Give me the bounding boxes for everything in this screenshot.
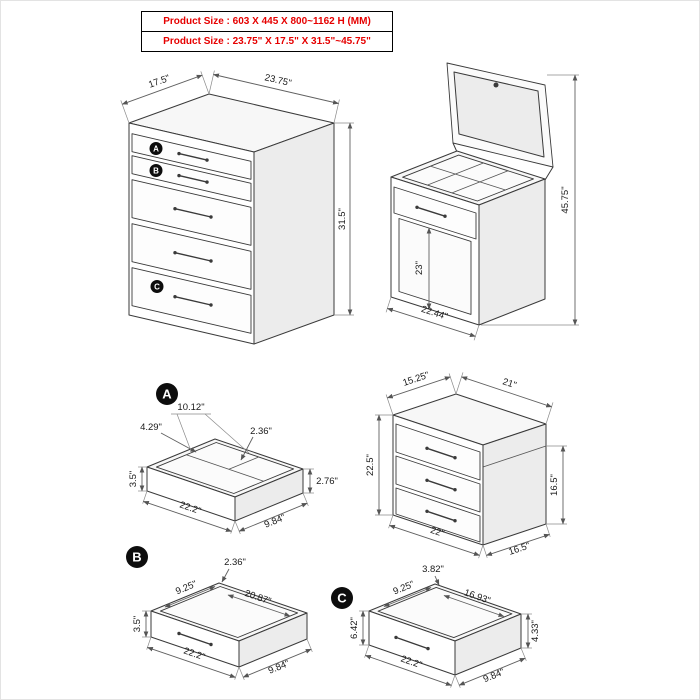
section-label-b-letter: B <box>132 550 141 565</box>
vanity-hinge-left <box>452 142 458 153</box>
vanity-lid-button <box>493 82 499 88</box>
section-label-a: A <box>156 383 178 405</box>
base-unit-bottom-width-label: 22" <box>429 525 446 540</box>
drawer-c-left-height-label: 6.42" <box>349 617 360 639</box>
base-unit-view: 15.25" 21" 22.5" 16.5" <box>365 370 567 559</box>
drawer-c-bottom-depth-label: 9.84" <box>482 667 506 685</box>
base-unit-dim-right-height: 16.5" <box>546 445 567 525</box>
vanity-dim-total-height: 45.75" <box>481 74 579 326</box>
vanity-total-height-label: 45.75" <box>560 186 571 213</box>
chest-side-face <box>253 122 335 345</box>
drawer-c-view: 3.82" 9.25" 16.93" 6.42" 4.33" <box>349 564 541 688</box>
base-unit-drawer-handles <box>425 446 457 523</box>
drawer-a-dim-compartment-depth: 2.36" <box>240 426 272 461</box>
drawer-b-handle <box>177 631 213 647</box>
chest-marker-a: A <box>149 142 163 155</box>
drawer-a-view: 10.12" 4.29" 2.36" 3.5" 2.76" <box>128 402 338 535</box>
chest-front-view: A B C 17.5" 23.75" <box>120 70 354 345</box>
drawer-a-dim-right-height: 2.76" <box>303 468 338 494</box>
drawer-b-dim-left-height: 3.5" <box>132 610 151 638</box>
drawer-c-dim-right-height: 4.33" <box>521 613 541 649</box>
drawer-a-right-height-label: 2.76" <box>316 476 338 487</box>
drawer-a-left-height-label: 3.5" <box>128 471 139 488</box>
drawer-a-dim-top-span: 10.12" <box>171 402 250 454</box>
drawer-a-compartment-depth-label: 2.36" <box>250 426 272 437</box>
vanity-drawer-handle <box>415 205 447 218</box>
drawer-b-bottom-depth-label: 9.84" <box>267 658 291 677</box>
vanity-organizer-tray <box>402 154 534 202</box>
product-size-panel: Product Size : 603 X 445 X 800~1162 H (M… <box>141 11 393 52</box>
section-label-b: B <box>126 546 148 568</box>
product-size-inches: Product Size : 23.75" X 17.5" X 31.5"~45… <box>141 31 393 52</box>
base-unit-side-ledge <box>482 445 547 468</box>
vanity-side-face <box>478 178 546 326</box>
base-unit-left-height-label: 22.5" <box>365 454 376 476</box>
vanity-mirror <box>453 71 545 158</box>
vanity-hinge-right <box>544 166 554 181</box>
drawer-a-top-span-label: 10.12" <box>177 402 204 413</box>
drawer-c-right-height-label: 4.33" <box>530 620 541 642</box>
drawer-a-bottom-depth-label: 9.84" <box>263 512 287 531</box>
chest-marker-b-letter: B <box>153 167 159 176</box>
base-unit-top-width-label: 21" <box>501 376 518 391</box>
drawer-a-dividers <box>186 454 264 482</box>
base-unit-side-face <box>482 423 547 546</box>
chest-marker-a-letter: A <box>153 145 159 154</box>
chest-marker-c-letter: C <box>154 283 160 292</box>
section-label-a-letter: A <box>162 387 172 402</box>
product-size-mm: Product Size : 603 X 445 X 800~1162 H (M… <box>141 11 393 32</box>
base-unit-right-height-label: 16.5" <box>549 474 560 496</box>
drawer-c-handle <box>394 635 430 651</box>
section-label-c-letter: C <box>337 591 347 606</box>
drawer-c-rim-depth-label: 3.82" <box>422 564 444 575</box>
drawer-c-dim-left-height: 6.42" <box>349 610 369 646</box>
drawer-c-dim-rim-depth: 3.82" <box>422 564 444 586</box>
chest-marker-b: B <box>149 164 163 177</box>
chest-drawer-handles <box>173 151 213 307</box>
base-unit-bottom-depth-label: 16.5" <box>507 540 531 557</box>
chest-marker-c: C <box>150 280 164 293</box>
drawer-b-view: 2.36" 9.25" 20.87" 3.5" 22.2" <box>132 557 313 681</box>
drawer-b-rim-depth-label: 2.36" <box>224 557 246 568</box>
drawer-a-dim-compartment-width: 4.29" <box>140 422 197 453</box>
base-unit-top-depth-label: 15.25" <box>401 370 430 389</box>
base-unit-dim-top-width: 21" <box>455 372 554 425</box>
drawer-a-compartment-width-label: 4.29" <box>140 422 162 433</box>
drawer-b-dim-rim-depth: 2.36" <box>221 557 246 583</box>
vanity-dim-knee-clearance: 23" <box>414 227 432 310</box>
drawer-b-left-height-label: 3.5" <box>132 616 143 633</box>
base-unit-dim-bottom-width: 22" <box>388 514 484 559</box>
vanity-knee-clearance-label: 23" <box>414 261 425 275</box>
drawer-a-dim-left-height: 3.5" <box>128 466 147 492</box>
chest-height-label: 31.5" <box>337 208 348 230</box>
vanity-open-view: 45.75" 23" 22.44" <box>385 62 579 341</box>
section-label-c: C <box>331 587 353 609</box>
chest-dim-height: 31.5" <box>334 122 354 316</box>
base-unit-dim-left-height: 22.5" <box>365 414 393 516</box>
